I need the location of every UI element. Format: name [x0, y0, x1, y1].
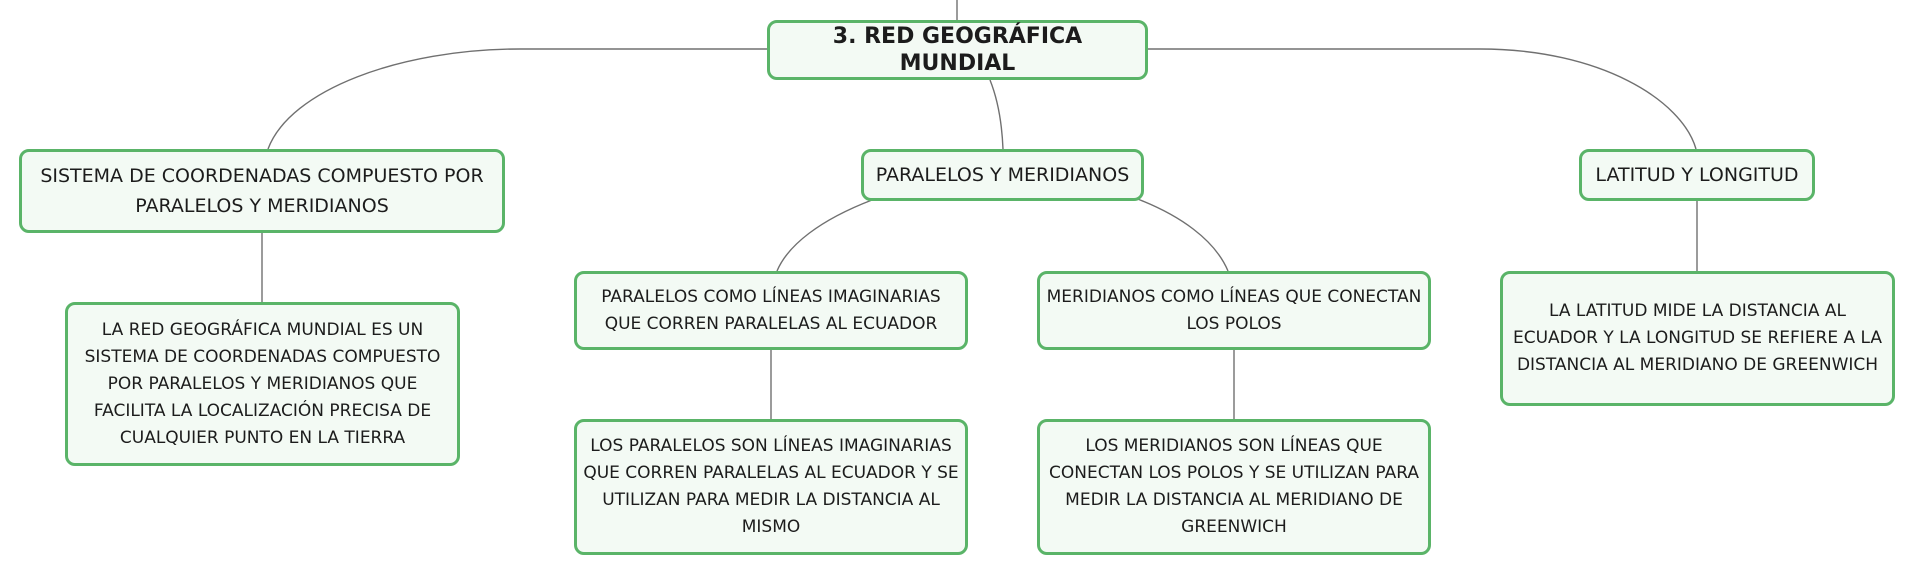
subtopic-meridians[interactable]: MERIDIANOS COMO LÍNEAS QUE CONECTAN LOS …	[1037, 271, 1431, 350]
root-topic[interactable]: 3. RED GEOGRÁFICA MUNDIAL	[767, 20, 1148, 80]
link-root-coordinates	[267, 48, 767, 150]
topic-lat-long-label: LATITUD Y LONGITUD	[1595, 164, 1799, 186]
topic-lat-long-detail-label: LA LATITUD MIDE LA DISTANCIA AL ECUADOR …	[1512, 301, 1883, 375]
topic-coordinates-detail[interactable]: LA RED GEOGRÁFICA MUNDIAL ES UN SISTEMA …	[65, 302, 460, 466]
topic-coordinates-label: SISTEMA DE COORDENADAS COMPUESTO POR PAR…	[40, 165, 484, 217]
subtopic-meridians-detail-label: LOS MERIDIANOS SON LÍNEAS QUE CONECTAN L…	[1049, 436, 1419, 537]
subtopic-parallels[interactable]: PARALELOS COMO LÍNEAS IMAGINARIAS QUE CO…	[574, 271, 968, 350]
subtopic-meridians-detail[interactable]: LOS MERIDIANOS SON LÍNEAS QUE CONECTAN L…	[1037, 419, 1431, 555]
link-pm-parallels	[776, 199, 873, 272]
link-root-parallels-meridians	[989, 79, 1004, 150]
link-pm-meridians	[1134, 197, 1229, 272]
subtopic-parallels-label: PARALELOS COMO LÍNEAS IMAGINARIAS QUE CO…	[601, 286, 941, 334]
subtopic-parallels-detail-label: LOS PARALELOS SON LÍNEAS IMAGINARIAS QUE…	[583, 436, 959, 537]
root-topic-label: 3. RED GEOGRÁFICA MUNDIAL	[832, 24, 1083, 76]
topic-coordinates-detail-label: LA RED GEOGRÁFICA MUNDIAL ES UN SISTEMA …	[84, 319, 441, 448]
topic-coordinates[interactable]: SISTEMA DE COORDENADAS COMPUESTO POR PAR…	[19, 149, 505, 233]
topic-lat-long[interactable]: LATITUD Y LONGITUD	[1579, 149, 1815, 201]
subtopic-meridians-label: MERIDIANOS COMO LÍNEAS QUE CONECTAN LOS …	[1046, 286, 1422, 334]
topic-parallels-meridians-label: PARALELOS Y MERIDIANOS	[875, 164, 1130, 186]
topic-parallels-meridians[interactable]: PARALELOS Y MERIDIANOS	[861, 149, 1144, 201]
link-root-lat-long	[1148, 48, 1697, 150]
topic-lat-long-detail[interactable]: LA LATITUD MIDE LA DISTANCIA AL ECUADOR …	[1500, 271, 1895, 406]
subtopic-parallels-detail[interactable]: LOS PARALELOS SON LÍNEAS IMAGINARIAS QUE…	[574, 419, 968, 555]
